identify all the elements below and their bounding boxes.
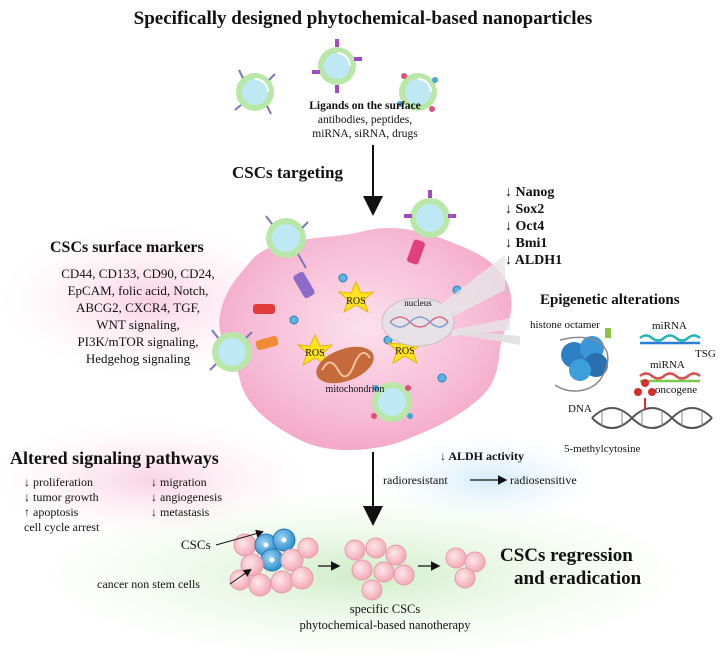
signaling-right-item: ↓ migration xyxy=(151,475,207,489)
mirna-label-1: miRNA xyxy=(652,320,687,332)
stemness-item: ↓ Bmi1 xyxy=(505,236,547,251)
nanoparticle-icon xyxy=(265,215,309,269)
nanoparticle-icon xyxy=(234,69,276,115)
mirna-strand-icon xyxy=(639,334,701,342)
signaling-heading: Altered signaling pathways xyxy=(10,448,219,468)
therapy-line-1: specific CSCs xyxy=(350,602,421,616)
markers-line: ABCG2, CXCR4, TGF, xyxy=(76,300,200,315)
nanoparticle-icon xyxy=(209,329,253,372)
dna-helix-icon xyxy=(591,407,713,429)
markers-line: EpCAM, folic acid, Notch, xyxy=(68,283,209,298)
cscs-label: CSCs xyxy=(181,537,211,552)
markers-line: PI3K/mTOR signaling, xyxy=(77,334,198,349)
mirna-label-2: miRNA xyxy=(650,359,685,371)
stemness-item: ↓ Oct4 xyxy=(505,219,544,234)
callout-shape xyxy=(440,255,505,318)
regression-line-2: and eradication xyxy=(514,568,642,589)
ligands-line-1: antibodies, peptides, xyxy=(318,114,412,126)
markers-line: Hedgehog signaling xyxy=(86,351,191,366)
surface-receptor xyxy=(407,239,425,265)
aldh-heading: ↓ ALDH activity xyxy=(440,449,524,463)
ros-label: ROS xyxy=(346,296,365,307)
ros-star-icon xyxy=(337,280,375,314)
tumor-cluster-icon xyxy=(445,547,486,589)
signaling-left-item: ↓ tumor growth xyxy=(24,490,99,504)
radiosensitive-label: radiosensitive xyxy=(510,473,577,487)
ligands-heading: Ligands on the surface xyxy=(309,100,421,112)
markers-heading: CSCs surface markers xyxy=(50,239,204,256)
non-stem-label: cancer non stem cells xyxy=(97,577,200,591)
cancer-stem-cell xyxy=(219,228,512,451)
mirna-strand-icon xyxy=(639,372,701,380)
surface-receptor xyxy=(293,271,315,299)
dot-icon xyxy=(289,315,299,325)
stemness-item: ↓ ALDH1 xyxy=(505,253,562,268)
nanoparticle-icon xyxy=(312,39,362,93)
signaling-left-item: cell cycle arrest xyxy=(24,520,100,534)
arrow-pointer xyxy=(215,529,264,546)
dot-icon xyxy=(338,273,348,283)
signaling-left-item: ↑ apoptosis xyxy=(24,505,79,519)
stemness-item: ↓ Nanog xyxy=(505,185,554,200)
csc-targeting-label: CSCs targeting xyxy=(232,163,343,182)
methyl-group-icon xyxy=(634,379,656,410)
nanoparticle-icon xyxy=(404,190,456,238)
tumor-cluster-icon xyxy=(344,537,415,601)
mitochondrion-label: mitochondrion xyxy=(326,384,385,395)
ros-label: ROS xyxy=(305,348,324,359)
tumor-cluster-icon xyxy=(229,528,319,597)
stemness-item: ↓ Sox2 xyxy=(505,202,544,217)
ros-label: ROS xyxy=(395,346,414,357)
signaling-left-item: ↓ proliferation xyxy=(24,475,93,489)
signaling-right-item: ↓ metastasis xyxy=(151,505,210,519)
nucleus-icon xyxy=(381,297,455,347)
nucleus-label: nucleus xyxy=(404,298,432,308)
methylcytosine-label: 5-methylcytosine xyxy=(564,443,640,455)
ros-star-icon xyxy=(296,333,334,367)
surface-receptor xyxy=(253,304,275,314)
oncogene-label: oncogene xyxy=(655,384,697,396)
radioresistant-label: radioresistant xyxy=(383,473,448,487)
regression-line-1: CSCs regression xyxy=(500,545,633,566)
tsg-label: TSG xyxy=(695,348,716,360)
page-title: Specifically designed phytochemical-base… xyxy=(134,8,593,29)
nanoparticle-icon xyxy=(371,382,413,422)
epigenetic-heading: Epigenetic alterations xyxy=(540,292,680,308)
surface-receptor xyxy=(255,335,279,351)
nanoparticle-icon xyxy=(397,73,438,112)
arrow-pointer xyxy=(229,568,252,585)
markers-line: WNT signaling, xyxy=(96,317,180,332)
histone-octamer-icon xyxy=(554,328,611,392)
markers-line: CD44, CD133, CD90, CD24, xyxy=(61,266,215,281)
ligands-line-2: miRNA, siRNA, drugs xyxy=(312,128,418,140)
signaling-right-item: ↓ angiogenesis xyxy=(151,490,222,504)
histone-label: histone octamer xyxy=(530,319,600,331)
dot-icon xyxy=(437,373,447,383)
therapy-line-2: phytochemical-based nanotherapy xyxy=(299,618,471,632)
dna-label: DNA xyxy=(568,403,592,415)
